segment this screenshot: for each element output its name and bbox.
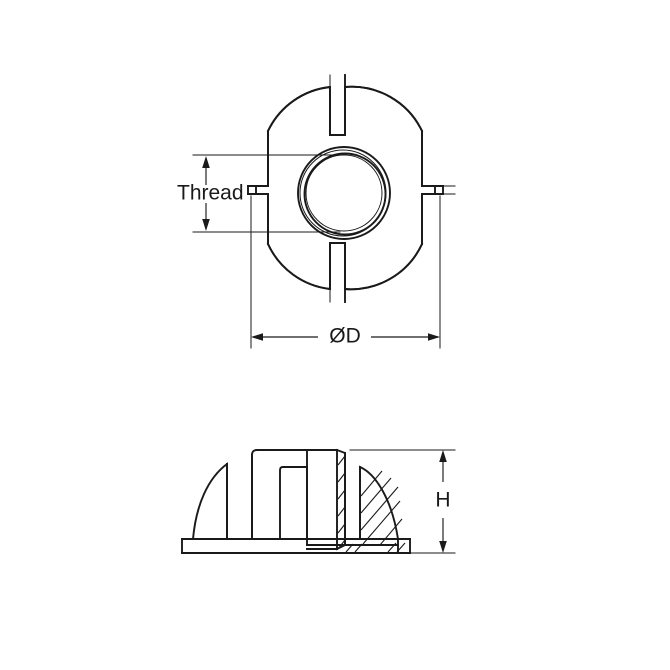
section-hatch-prong-right: [360, 470, 403, 546]
side-view-bore-left-wall: [279, 466, 308, 540]
prong-slot-south: [329, 242, 346, 290]
section-hatch-barrel: [337, 455, 346, 550]
prong-slot-west: [247, 185, 269, 195]
side-section-view-group: [181, 448, 411, 554]
dimension-outer-diameter: ØD: [250, 195, 441, 349]
thread-dimension-label: Thread: [177, 182, 244, 205]
top-view-group: [247, 74, 456, 303]
prong-edge-lines: [329, 74, 456, 303]
prong-slot-east: [421, 185, 444, 195]
side-view-base-flange: [181, 538, 411, 554]
top-view-corner-arcs: [266, 85, 424, 291]
dimension-height: H: [349, 449, 456, 554]
side-view-barrel: [251, 449, 308, 540]
threaded-bore: [297, 146, 391, 240]
prong-slot-north: [329, 86, 346, 136]
dimension-thread: Thread: [177, 154, 341, 233]
top-view-body-flanks: [267, 130, 423, 245]
side-view-barrel-right-wall: [306, 448, 346, 551]
outer-diameter-dimension-label: ØD: [329, 325, 361, 348]
side-view-prong-left-front: [191, 462, 228, 541]
height-dimension-label: H: [435, 489, 450, 512]
